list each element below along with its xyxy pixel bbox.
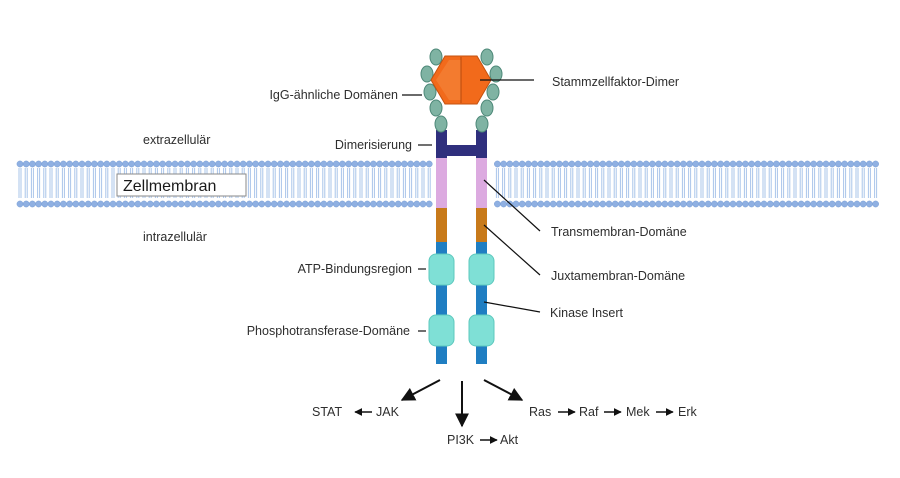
igg-domain-bead xyxy=(480,48,494,66)
signal-arrows xyxy=(400,379,524,428)
igg-domain-bead xyxy=(434,115,448,133)
raf-label: Raf xyxy=(579,405,599,419)
igg-domain-bead xyxy=(423,83,437,101)
membrane-label-box: Zellmembran xyxy=(116,173,247,197)
igg-domain-bead xyxy=(486,83,500,101)
phosphotransferase-domain-left xyxy=(428,314,455,347)
pathway-ras-erk: Ras Raf Mek Erk xyxy=(529,405,698,419)
igg-domain-bead xyxy=(429,99,443,117)
leader-lines xyxy=(402,79,541,332)
dimerization-domain xyxy=(436,130,487,158)
igg-like-domains xyxy=(420,48,503,133)
phosphotransferase-label: Phosphotransferase-Domäne xyxy=(247,324,410,338)
dimerization-label: Dimerisierung xyxy=(335,138,412,152)
arrow-to-ras xyxy=(483,379,524,401)
akt-label: Akt xyxy=(500,433,519,447)
igg-domain-bead xyxy=(475,115,489,133)
pathway-jak-stat: STAT JAK xyxy=(312,405,400,419)
igg-domain-bead xyxy=(420,65,434,83)
membrane-label: Zellmembran xyxy=(123,178,216,195)
juxtamembrane-domain-left xyxy=(436,208,447,242)
igg-domain-bead xyxy=(429,48,443,66)
juxtamembrane-domain-right xyxy=(476,208,487,242)
atp-binding-domain-left xyxy=(428,253,455,286)
atp-binding-label: ATP-Bindungsregion xyxy=(298,262,412,276)
igg-domain-bead xyxy=(489,65,503,83)
transmembrane-domain-right xyxy=(476,158,487,208)
igg-domains-label: IgG-ähnliche Domänen xyxy=(269,88,398,102)
atp-binding-domain-right xyxy=(468,253,495,286)
erk-label: Erk xyxy=(678,405,698,419)
stem-cell-factor-dimer xyxy=(430,55,492,105)
kinase-chain-right xyxy=(476,242,487,364)
ligand-label: Stammzellfaktor-Dimer xyxy=(552,75,679,89)
juxtamembrane-label: Juxtamembran-Domäne xyxy=(551,269,685,283)
igg-domain-bead xyxy=(480,99,494,117)
jak-label: JAK xyxy=(376,405,400,419)
stat-label: STAT xyxy=(312,405,342,419)
receptor-right-chain xyxy=(468,158,495,364)
ras-label: Ras xyxy=(529,405,551,419)
phosphotransferase-domain-right xyxy=(468,314,495,347)
receptor-left-chain xyxy=(428,158,455,364)
extracellular-label: extrazellulär xyxy=(143,133,210,147)
transmembrane-domain-left xyxy=(436,158,447,208)
pi3k-label: PI3K xyxy=(447,433,475,447)
kinase-chain-left xyxy=(436,242,447,364)
intracellular-label: intrazellulär xyxy=(143,230,207,244)
pathway-pi3k-akt: PI3K Akt xyxy=(447,433,519,447)
kinase-insert-label: Kinase Insert xyxy=(550,306,623,320)
mek-label: Mek xyxy=(626,405,650,419)
arrow-to-jak-stat xyxy=(400,379,441,401)
transmembrane-label: Transmembran-Domäne xyxy=(551,225,687,239)
